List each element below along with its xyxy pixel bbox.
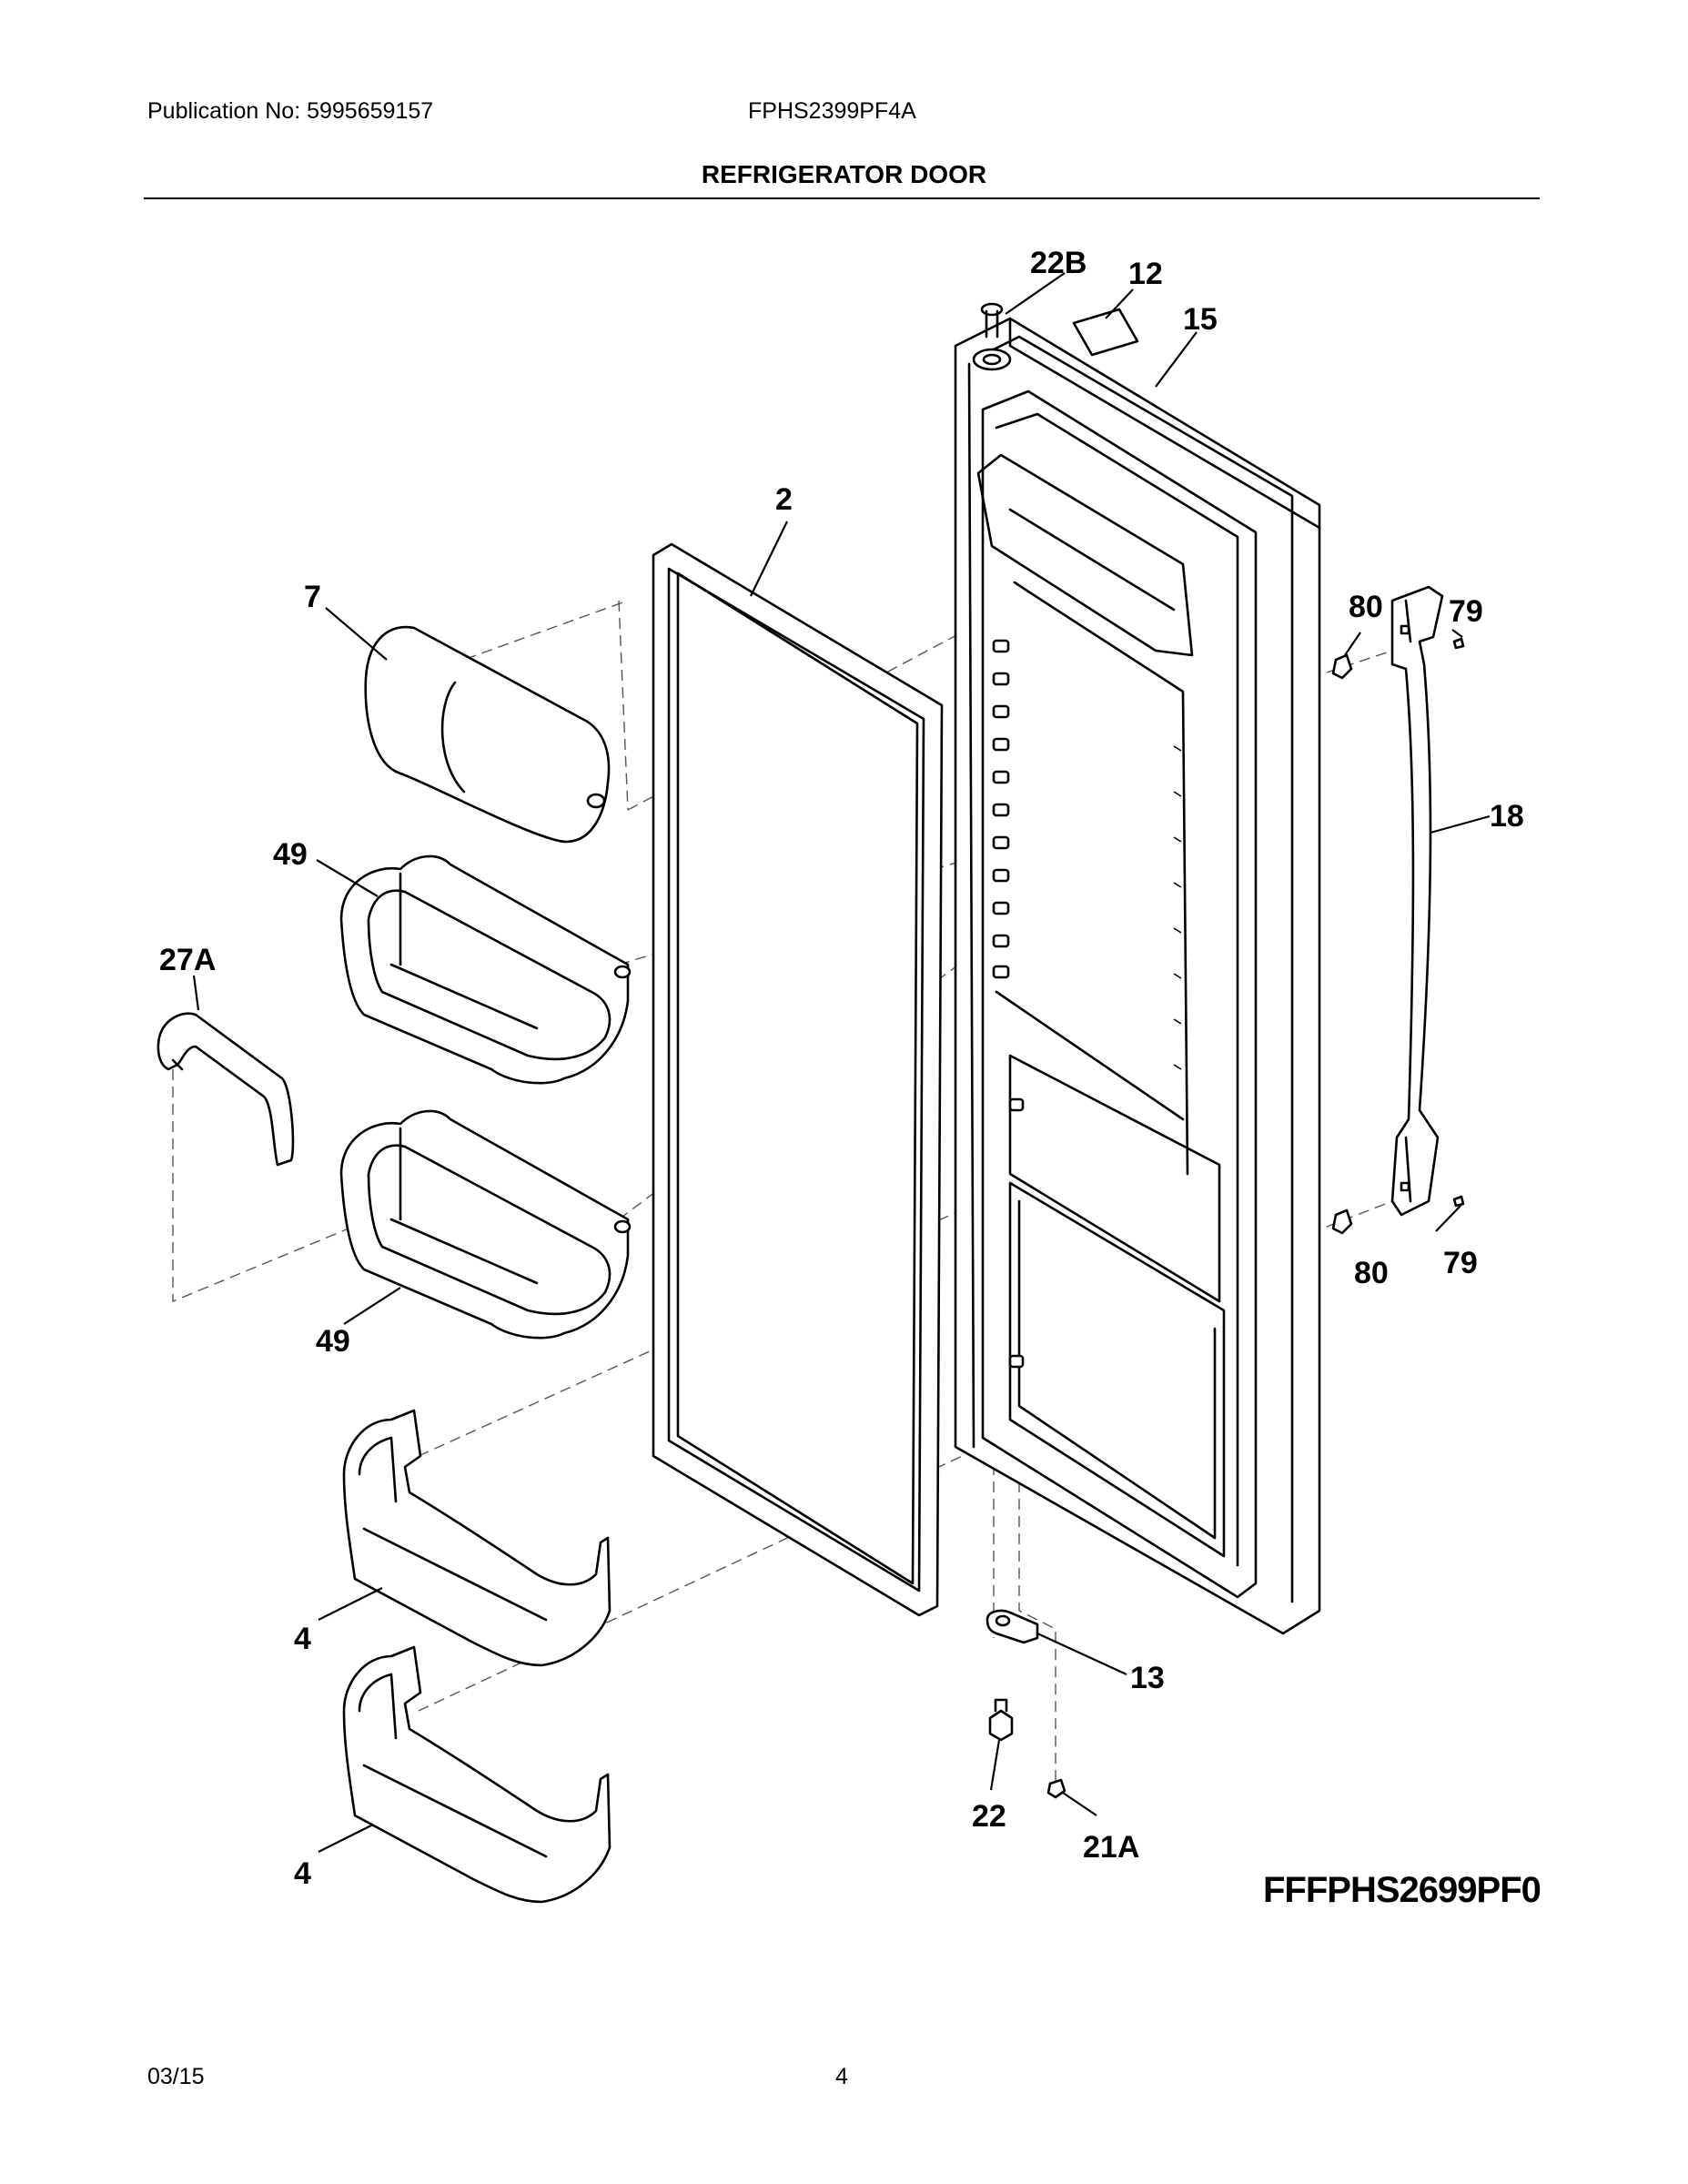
- callout-49-lower: 49: [316, 1324, 350, 1359]
- callout-27a: 27A: [159, 943, 216, 977]
- part-22b-hinge-pin: [972, 302, 1012, 371]
- part-13-bottom-hinge: [986, 1609, 1039, 1644]
- callout-79-upper: 79: [1449, 594, 1483, 629]
- part-80-handle-screws: [1331, 653, 1353, 1235]
- header-rule: [144, 197, 1540, 199]
- callout-2: 2: [775, 482, 793, 517]
- part-79-set-screws: [1452, 637, 1465, 1208]
- callout-13: 13: [1130, 1661, 1165, 1695]
- door-shelf-studs: [992, 639, 1182, 1369]
- leader-lines: [192, 272, 1491, 1853]
- callout-79-lower: 79: [1443, 1246, 1478, 1280]
- callout-80-lower: 80: [1354, 1256, 1389, 1290]
- callout-12: 12: [1128, 257, 1163, 291]
- part-7-dairy-door: [364, 625, 611, 844]
- part-22-hinge-pin: [988, 1698, 1014, 1742]
- part-4-gallon-bin-lower: [342, 1645, 612, 1904]
- callout-80-upper: 80: [1349, 590, 1383, 624]
- part-27a-bin-retainer: [157, 1012, 295, 1167]
- part-49-door-bin-upper: [339, 854, 632, 1085]
- callout-21a: 21A: [1083, 1830, 1139, 1865]
- callout-4-upper: 4: [294, 1622, 311, 1656]
- callout-18: 18: [1490, 799, 1524, 834]
- page-title: REFRIGERATOR DOOR: [701, 160, 987, 188]
- callout-22: 22: [972, 1799, 1006, 1834]
- model-number: FPHS2399PF4A: [748, 98, 916, 124]
- footer-date: 03/15: [147, 2064, 205, 2089]
- publication-number: Publication No: 5995659157: [147, 98, 434, 124]
- part-21a-screw: [1046, 1778, 1066, 1799]
- callout-22b: 22B: [1030, 246, 1087, 280]
- part-49-door-bin-lower: [339, 1109, 632, 1340]
- part-4-gallon-bin-upper: [342, 1409, 612, 1667]
- part-18-door-handle: [1390, 585, 1444, 1217]
- diagram-code: FFFPHS2699PF0: [1263, 1870, 1541, 1910]
- callout-labels: 22B 12 15 2 7 80 79 18 49 27A 49 80 79 4…: [159, 246, 1524, 1891]
- part-2-door-gasket: [652, 542, 944, 1617]
- page-number: 4: [835, 2064, 848, 2089]
- callout-7: 7: [304, 580, 321, 614]
- callout-49-upper: 49: [273, 837, 308, 872]
- door-inner-liner: [976, 389, 1258, 1599]
- callout-4-lower: 4: [294, 1856, 311, 1891]
- part-15-door-shell: [954, 317, 1321, 1635]
- part-12-label: [1072, 308, 1139, 357]
- callout-15: 15: [1183, 302, 1218, 337]
